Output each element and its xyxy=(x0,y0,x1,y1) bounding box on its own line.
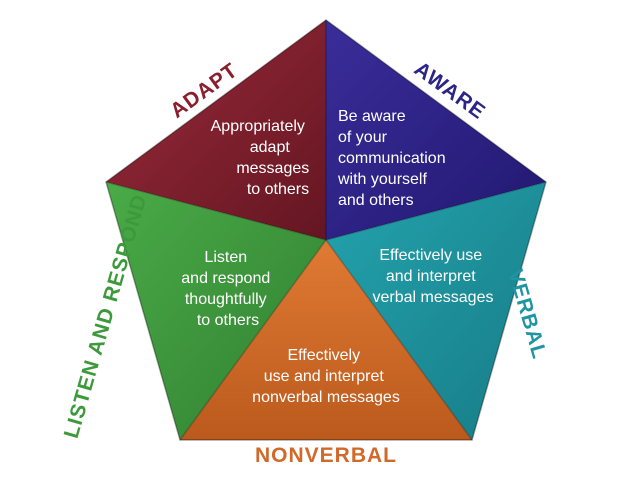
segment-verbal xyxy=(326,182,546,440)
segment-dividers xyxy=(105,20,547,441)
segment-listen xyxy=(106,182,326,440)
nonverbal-description: Effectively use and interpret nonverbal … xyxy=(252,347,400,406)
segment-adapt xyxy=(106,20,326,240)
verbal-description: Effectively use and interpret verbal mes… xyxy=(373,247,494,306)
segment-aware xyxy=(326,20,546,240)
aware-description: Be aware of your communication with your… xyxy=(337,108,450,209)
label-nonverbal: NONVERBAL xyxy=(255,444,397,467)
adapt-description: Appropriately adapt messages to others xyxy=(211,118,314,198)
listen-description: Listen and respond thoughtfully to other… xyxy=(181,249,274,329)
pentagon-outline xyxy=(105,19,547,441)
segment-nonverbal xyxy=(180,240,472,440)
label-verbal: VERBAL xyxy=(503,267,551,362)
label-listen-and-respond: LISTEN AND RESPOND xyxy=(60,191,152,440)
